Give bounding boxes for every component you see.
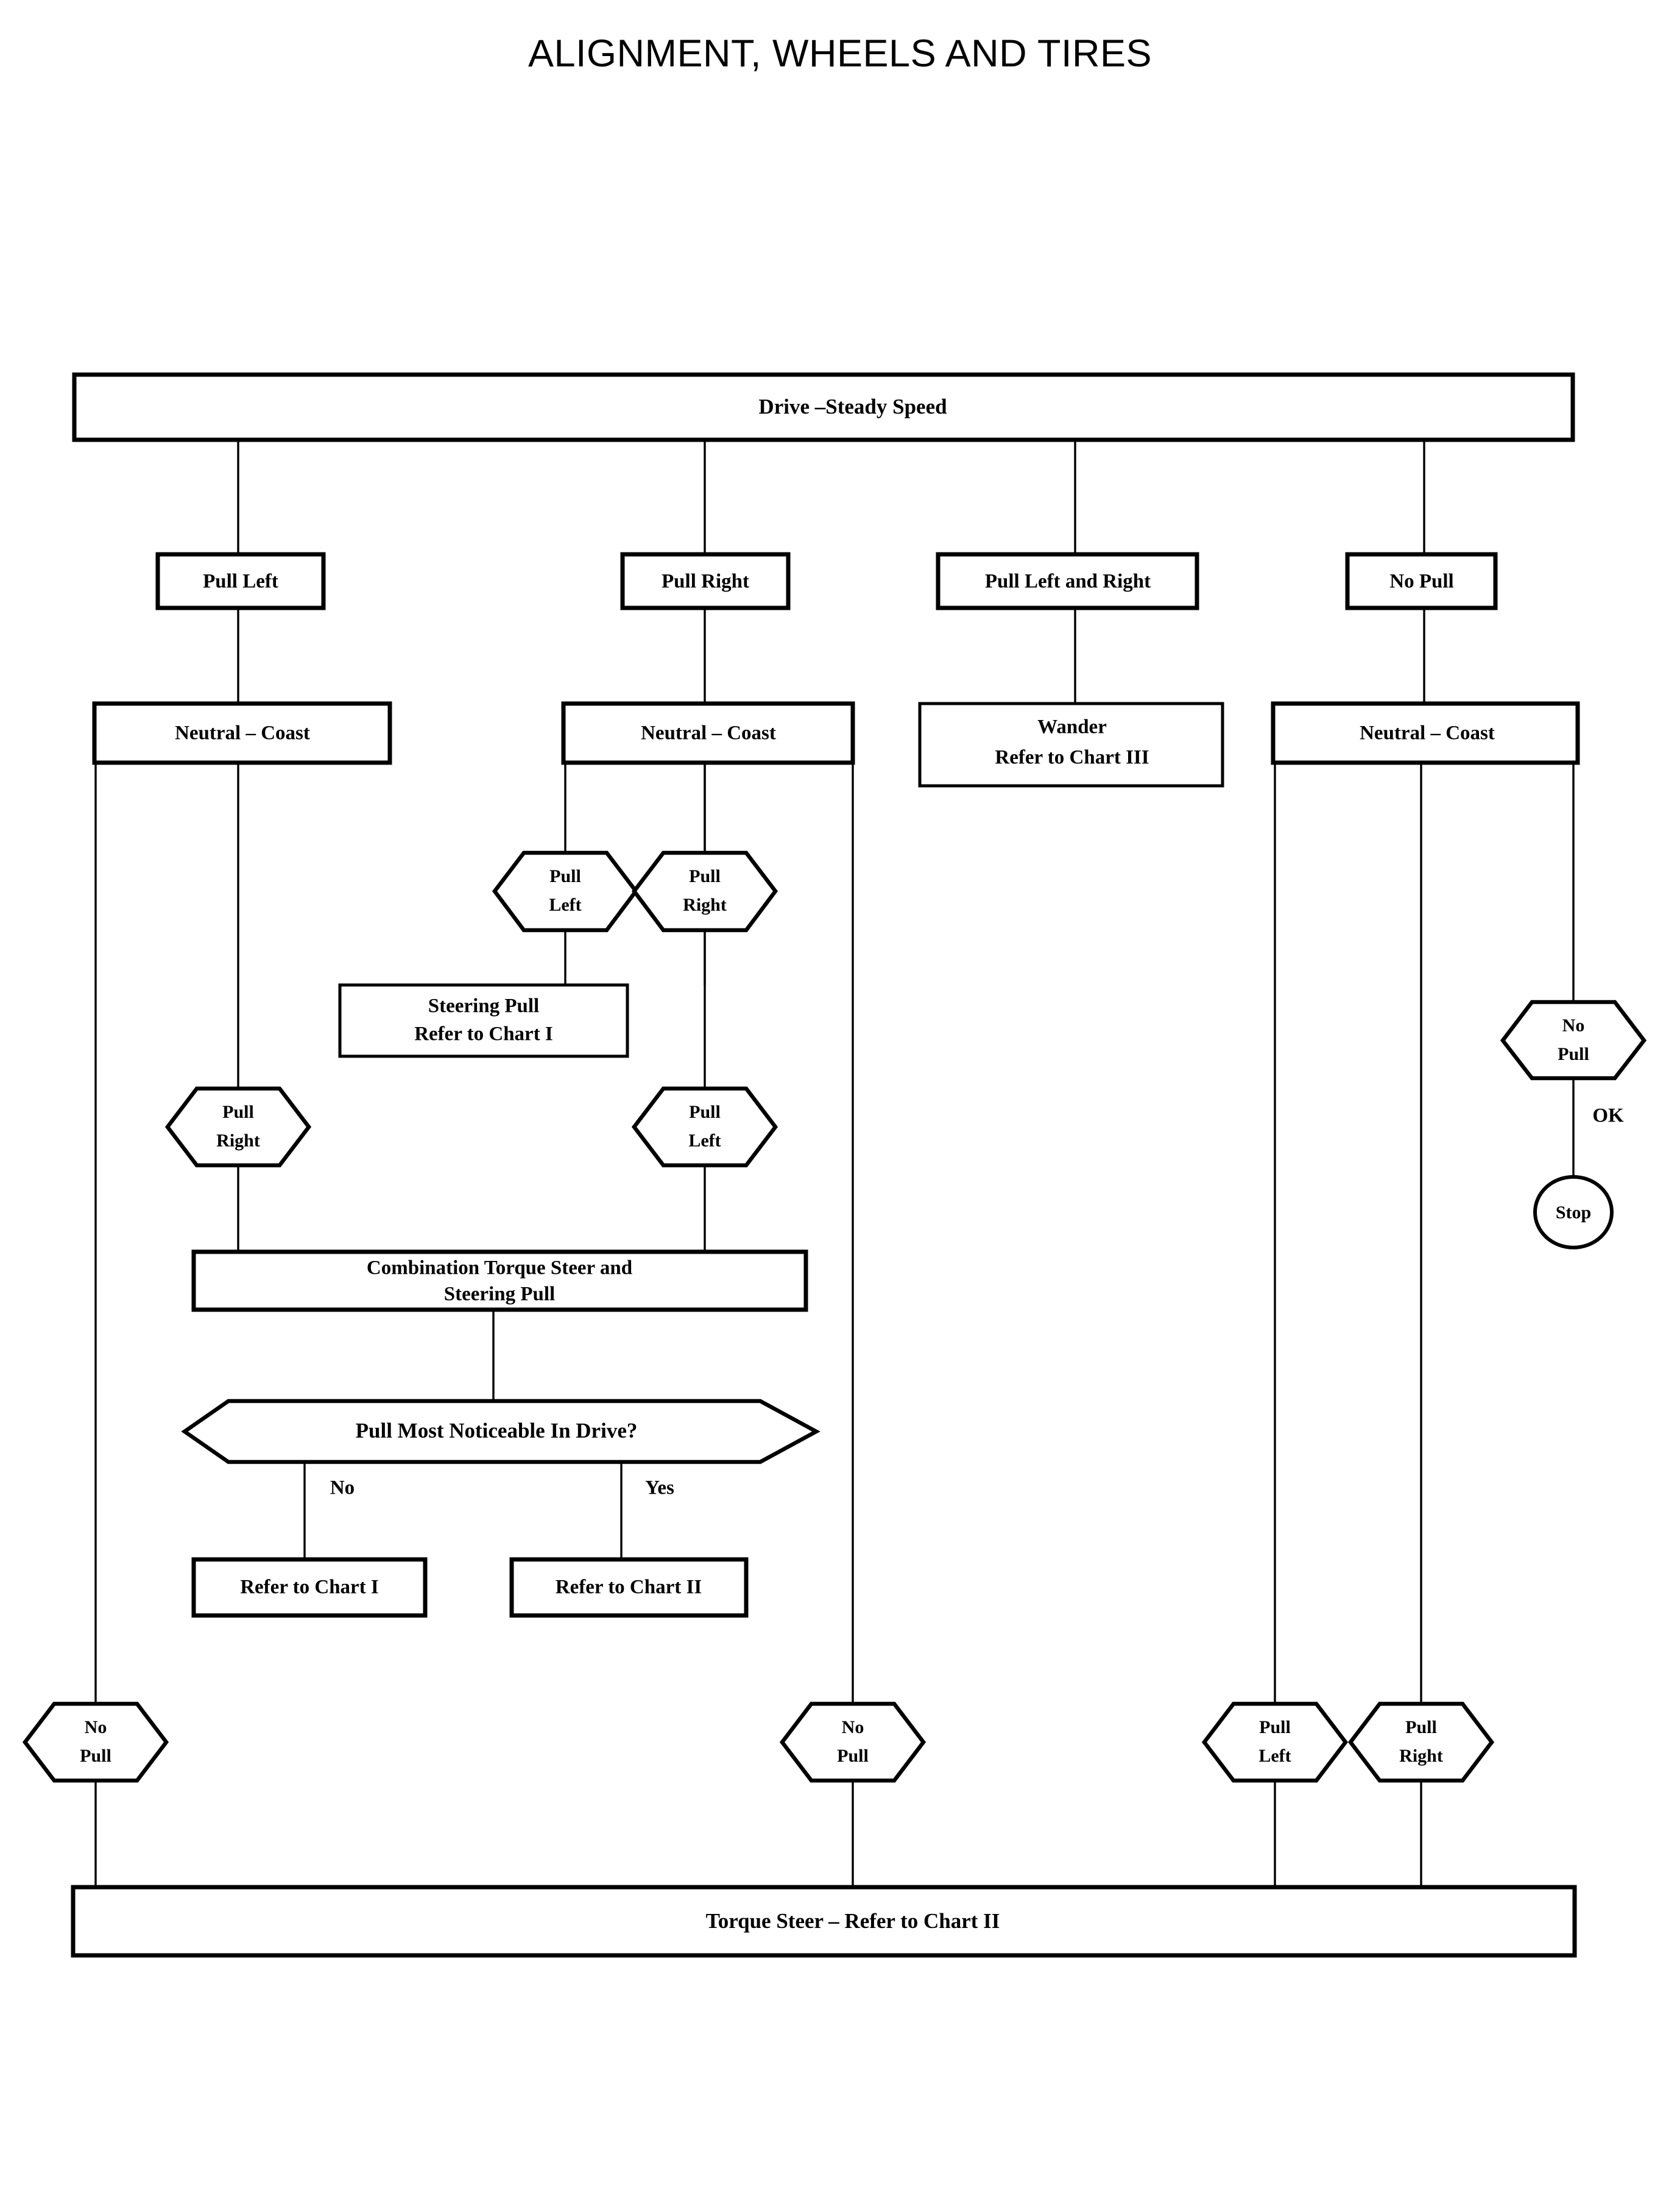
node-decision-pull-most-noticeable[interactable]: Pull Most Noticeable In Drive?	[181, 1399, 821, 1464]
node-refer-to-chart-i[interactable]: Refer to Chart I	[191, 1557, 428, 1618]
node-label-line2: Refer to Chart I	[414, 1023, 553, 1045]
node-label-line2: Right	[216, 1131, 260, 1151]
node-label-line1: Pull	[1405, 1717, 1437, 1737]
node-label: Pull Left	[203, 571, 278, 593]
node-hex-pull-left-b[interactable]: Pull Left	[631, 1086, 778, 1168]
node-label-line1: No	[1562, 1015, 1585, 1036]
node-neutral-coast-3[interactable]: Neutral – Coast	[1271, 701, 1580, 765]
node-label-line1: Combination Torque Steer and	[367, 1257, 632, 1279]
node-label-line1: Pull	[222, 1102, 254, 1122]
node-label-line1: Wander	[1037, 716, 1107, 738]
node-label-line2: Pull	[80, 1746, 111, 1766]
node-label-line1: No	[842, 1717, 864, 1737]
node-hex-pull-left-c[interactable]: Pull Left	[1201, 1701, 1349, 1783]
node-label: Neutral – Coast	[1360, 722, 1495, 744]
node-hex-pull-left-a[interactable]: Pull Left	[492, 850, 639, 933]
node-pull-left[interactable]: Pull Left	[155, 552, 326, 610]
node-label-line2: Refer to Chart III	[995, 747, 1149, 769]
node-pull-left-and-right[interactable]: Pull Left and Right	[936, 552, 1199, 610]
node-combination-torque-steer[interactable]: Combination Torque Steer and Steering Pu…	[191, 1249, 808, 1312]
node-label: Neutral – Coast	[641, 722, 776, 744]
node-label: Pull Right	[662, 571, 749, 593]
node-hex-pull-right-b[interactable]: Pull Right	[164, 1086, 312, 1168]
node-label-line1: No	[85, 1717, 107, 1737]
node-label-line1: Pull	[689, 1102, 721, 1122]
node-label: Torque Steer – Refer to Chart II	[706, 1909, 1000, 1933]
node-hex-no-pull-right[interactable]: No Pull	[1500, 1000, 1647, 1081]
edge-label-no: No	[330, 1477, 355, 1499]
node-label-line1: Steering Pull	[428, 995, 539, 1017]
node-label: Pull Most Noticeable In Drive?	[356, 1419, 638, 1442]
node-steering-pull[interactable]: Steering Pull Refer to Chart I	[338, 983, 629, 1058]
node-label-line1: Pull	[549, 866, 581, 886]
node-label-line2: Right	[683, 895, 727, 915]
node-hex-pull-right-c[interactable]: Pull Right	[1347, 1701, 1495, 1783]
node-drive-steady-speed[interactable]: Drive –Steady Speed	[72, 372, 1575, 442]
node-hex-no-pull-middle[interactable]: No Pull	[779, 1701, 926, 1783]
node-refer-to-chart-ii[interactable]: Refer to Chart II	[509, 1557, 749, 1618]
page-title: ALIGNMENT, WHEELS AND TIRES	[528, 32, 1152, 75]
node-label-line1: Pull	[1259, 1717, 1291, 1737]
node-label: Refer to Chart II	[556, 1576, 702, 1598]
edge-group	[94, 440, 1575, 1887]
edge-label-ok: OK	[1592, 1105, 1624, 1127]
node-label-line2: Steering Pull	[444, 1283, 555, 1305]
node-label-line2: Right	[1399, 1746, 1443, 1766]
node-label: Refer to Chart I	[240, 1576, 379, 1598]
node-neutral-coast-1[interactable]: Neutral – Coast	[92, 701, 392, 765]
node-no-pull-top[interactable]: No Pull	[1345, 552, 1498, 610]
node-stop[interactable]: Stop	[1533, 1175, 1614, 1249]
node-pull-right[interactable]: Pull Right	[620, 552, 791, 610]
node-label-line2: Pull	[1558, 1044, 1589, 1064]
node-wander[interactable]: Wander Refer to Chart III	[918, 702, 1224, 788]
node-label-line1: Pull	[689, 866, 721, 886]
edge-label-yes: Yes	[645, 1477, 674, 1499]
node-label: Drive –Steady Speed	[758, 395, 947, 418]
node-label: No Pull	[1389, 571, 1453, 593]
node-label: Pull Left and Right	[985, 571, 1151, 593]
node-label-line2: Left	[549, 895, 581, 915]
node-label-line2: Pull	[837, 1746, 869, 1766]
node-neutral-coast-2[interactable]: Neutral – Coast	[561, 701, 855, 765]
node-hex-pull-right-a[interactable]: Pull Right	[631, 850, 778, 933]
node-label-line2: Left	[1258, 1746, 1291, 1766]
node-hex-no-pull-left[interactable]: No Pull	[22, 1701, 169, 1783]
node-label-line2: Left	[688, 1131, 721, 1151]
node-label: Neutral – Coast	[175, 722, 310, 744]
node-label: Stop	[1556, 1202, 1591, 1223]
node-torque-steer-refer-chart-ii[interactable]: Torque Steer – Refer to Chart II	[71, 1885, 1577, 1958]
